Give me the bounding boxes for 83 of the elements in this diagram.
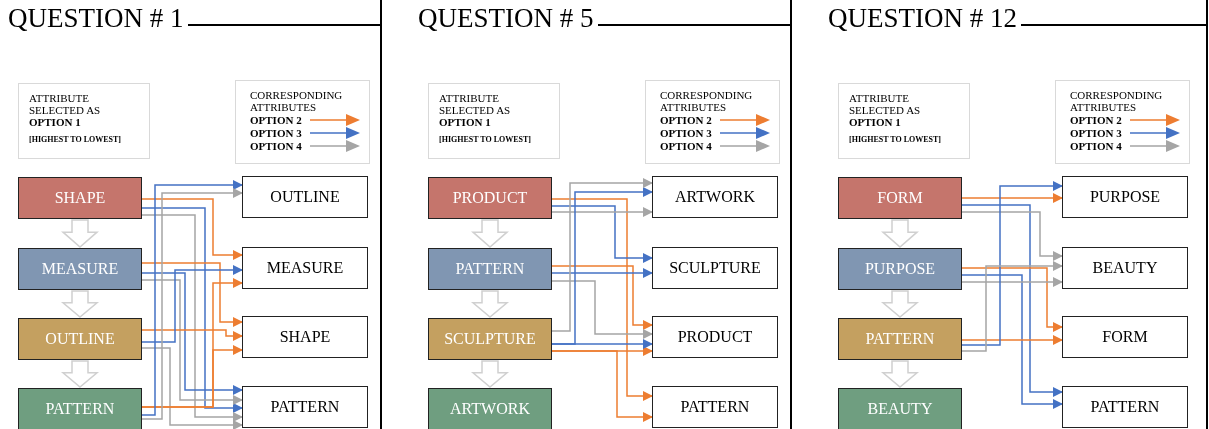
option-box: PURPOSE xyxy=(1062,176,1188,218)
legend-label: OPTION 4 xyxy=(660,139,713,152)
attribute-box: OUTLINE xyxy=(18,318,142,360)
block-arrow xyxy=(880,290,920,318)
legend-label: OPTION 2 xyxy=(1070,113,1123,126)
option-box: ARTWORK xyxy=(652,176,778,218)
selection-note-box xyxy=(838,83,970,159)
attribute-box: SCULPTURE xyxy=(428,318,552,360)
attribute-box: PRODUCT xyxy=(428,177,552,219)
legend-box xyxy=(645,80,780,164)
connector-arrow xyxy=(141,345,243,408)
note-heading: ATTRIBUTE SELECTED AS xyxy=(849,92,922,116)
legend-label: OPTION 2 xyxy=(250,113,303,126)
option-box: MEASURE xyxy=(242,247,368,289)
connector-arrow xyxy=(961,274,1063,409)
note-heading: ATTRIBUTE SELECTED AS xyxy=(439,92,512,116)
connector-arrow xyxy=(551,350,653,422)
connector-arrow xyxy=(141,329,243,341)
connector-arrow xyxy=(551,339,653,349)
block-arrow xyxy=(880,360,920,388)
option-label: OPTION 1 xyxy=(849,116,902,128)
option-box: BEAUTY xyxy=(1062,247,1188,289)
connector-arrow xyxy=(961,277,1063,287)
connector-arrow xyxy=(551,207,653,217)
connector-arrow xyxy=(551,205,653,263)
connector-arrow xyxy=(141,347,243,429)
connector-arrow xyxy=(961,211,1063,261)
option-box: SHAPE xyxy=(242,316,368,358)
connector-arrow xyxy=(961,335,1063,345)
attribute-box: PATTERN xyxy=(428,248,552,290)
block-arrow xyxy=(881,219,919,248)
attribute-box: SHAPE xyxy=(18,177,142,219)
option-label: OPTION 1 xyxy=(439,116,492,128)
legend-heading: CORRESPONDING ATTRIBUTES xyxy=(250,89,344,113)
selection-note-box xyxy=(18,83,150,159)
legend-heading: CORRESPONDING ATTRIBUTES xyxy=(660,89,754,113)
attribute-box: PATTERN xyxy=(838,318,962,360)
legend-heading: CORRESPONDING ATTRIBUTES xyxy=(1070,89,1164,113)
block-arrow xyxy=(61,219,99,248)
attribute-box: FORM xyxy=(838,177,962,219)
order-note: [HIGHEST TO LOWEST] xyxy=(439,134,533,146)
order-note: [HIGHEST TO LOWEST] xyxy=(849,134,943,146)
legend-label: OPTION 3 xyxy=(660,126,713,139)
legend-label: OPTION 3 xyxy=(1070,126,1123,139)
attribute-box: BEAUTY xyxy=(838,388,962,429)
attribute-box: PURPOSE xyxy=(838,248,962,290)
legend-label: OPTION 3 xyxy=(250,126,303,139)
block-arrow xyxy=(471,219,509,248)
connector-arrow xyxy=(961,181,1063,346)
connector-arrow xyxy=(551,268,653,278)
note-heading: ATTRIBUTE SELECTED AS xyxy=(29,92,102,116)
option-label: OPTION 1 xyxy=(29,116,82,128)
option-box: FORM xyxy=(1062,316,1188,358)
legend-label: OPTION 2 xyxy=(660,113,713,126)
legend-box xyxy=(1055,80,1190,164)
option-box: PATTERN xyxy=(652,386,778,428)
connector-arrow xyxy=(141,198,243,260)
option-box: PRODUCT xyxy=(652,316,778,358)
block-arrow xyxy=(60,290,100,318)
legend-box xyxy=(235,80,370,164)
block-arrow xyxy=(60,360,100,388)
block-arrow xyxy=(470,290,510,318)
attribute-box: ARTWORK xyxy=(428,388,552,429)
connector-arrow xyxy=(961,261,1063,352)
connector-arrow xyxy=(551,265,653,330)
connector-arrow xyxy=(961,193,1063,203)
attribute-box: MEASURE xyxy=(18,248,142,290)
order-note: [HIGHEST TO LOWEST] xyxy=(29,134,123,146)
option-box: SCULPTURE xyxy=(652,247,778,289)
connector-arrow xyxy=(551,198,653,401)
connector-arrow xyxy=(141,262,243,327)
legend-label: OPTION 4 xyxy=(250,139,303,152)
connector-arrow xyxy=(551,280,653,339)
selection-note-box xyxy=(428,83,560,159)
attribute-box: PATTERN xyxy=(18,388,142,429)
connector-arrow xyxy=(961,267,1063,332)
option-box: OUTLINE xyxy=(242,176,368,218)
connector-arrow xyxy=(961,204,1063,397)
option-box: PATTERN xyxy=(1062,386,1188,428)
connector-arrow xyxy=(141,265,243,343)
block-arrow xyxy=(470,360,510,388)
option-box: PATTERN xyxy=(242,386,368,428)
legend-label: OPTION 4 xyxy=(1070,139,1123,152)
